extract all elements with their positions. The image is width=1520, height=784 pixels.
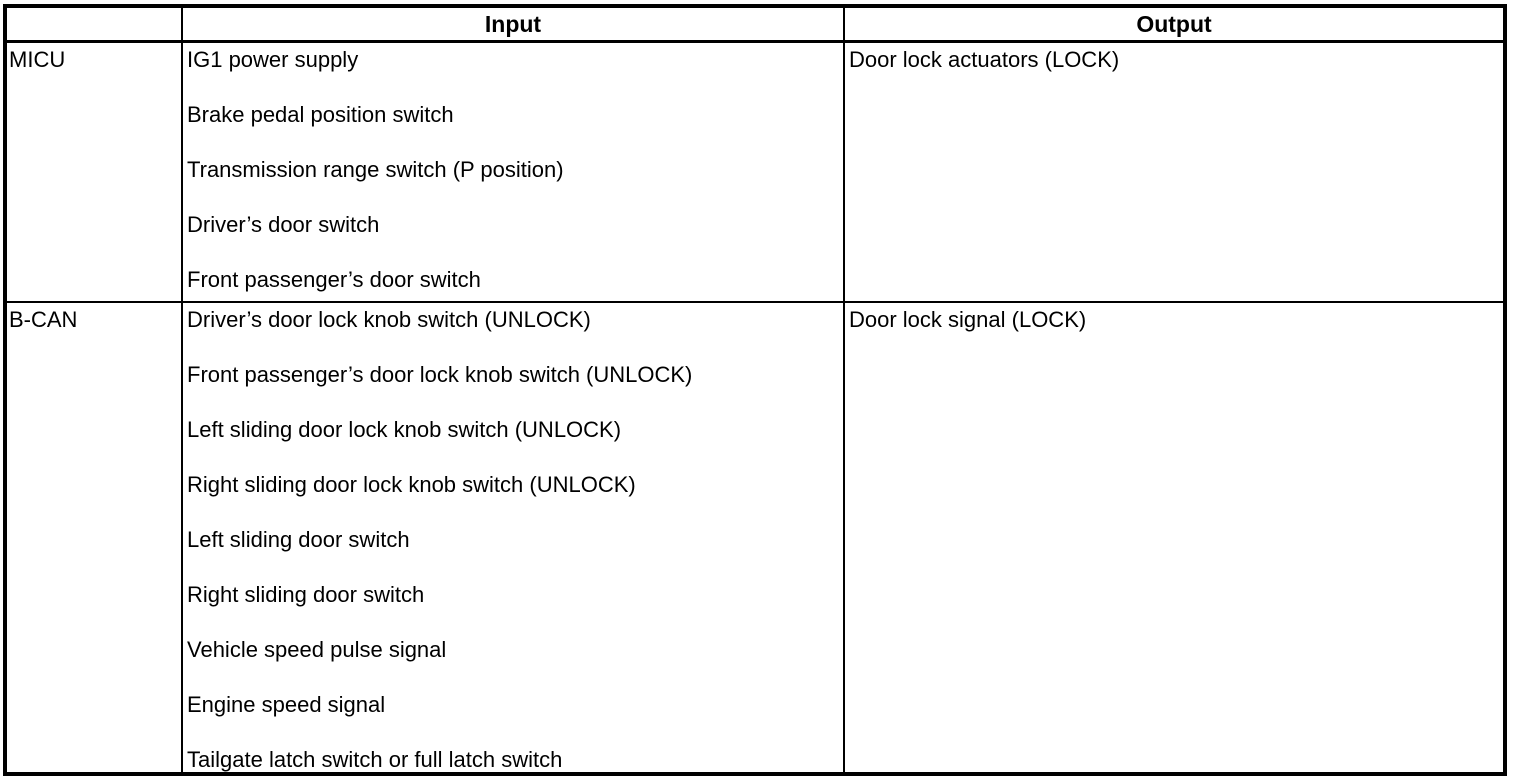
input-item: Driver’s door switch [187, 212, 380, 237]
source-label: MICU [9, 47, 66, 72]
input-output-table: Input Output MICU IG1 power supply Brake… [3, 4, 1507, 776]
source-label: B-CAN [9, 307, 78, 332]
bcan-input-list: Driver’s door lock knob switch (UNLOCK) … [183, 303, 845, 772]
header-output-cell: Output [845, 8, 1503, 43]
input-item: Right sliding door lock knob switch (UNL… [187, 472, 636, 497]
input-item: IG1 power supply [187, 47, 359, 72]
micu-input-list: IG1 power supply Brake pedal position sw… [183, 43, 845, 303]
input-item: Left sliding door lock knob switch (UNLO… [187, 417, 622, 442]
input-item: Vehicle speed pulse signal [187, 637, 447, 662]
micu-output-cell: Door lock actuators (LOCK) [845, 43, 1503, 303]
row-label-micu: MICU [7, 43, 183, 303]
input-item: Transmission range switch (P position) [187, 157, 564, 182]
input-item: Left sliding door switch [187, 527, 410, 552]
input-item: Front passenger’s door lock knob switch … [187, 362, 693, 387]
header-input-label: Input [484, 10, 542, 37]
output-item: Door lock actuators (LOCK) [849, 47, 1120, 72]
header-input-cell: Input [183, 8, 845, 43]
input-item: Front passenger’s door switch [187, 267, 481, 292]
input-item: Driver’s door lock knob switch (UNLOCK) [187, 307, 591, 332]
header-output-label: Output [1136, 10, 1212, 37]
row-label-bcan: B-CAN [7, 303, 183, 772]
input-item: Tailgate latch switch or full latch swit… [187, 747, 563, 772]
bcan-output-cell: Door lock signal (LOCK) [845, 303, 1503, 772]
input-item: Engine speed signal [187, 692, 386, 717]
input-item: Brake pedal position switch [187, 102, 454, 127]
input-item: Right sliding door switch [187, 582, 425, 607]
header-source-cell [7, 8, 183, 43]
output-item: Door lock signal (LOCK) [849, 307, 1087, 332]
